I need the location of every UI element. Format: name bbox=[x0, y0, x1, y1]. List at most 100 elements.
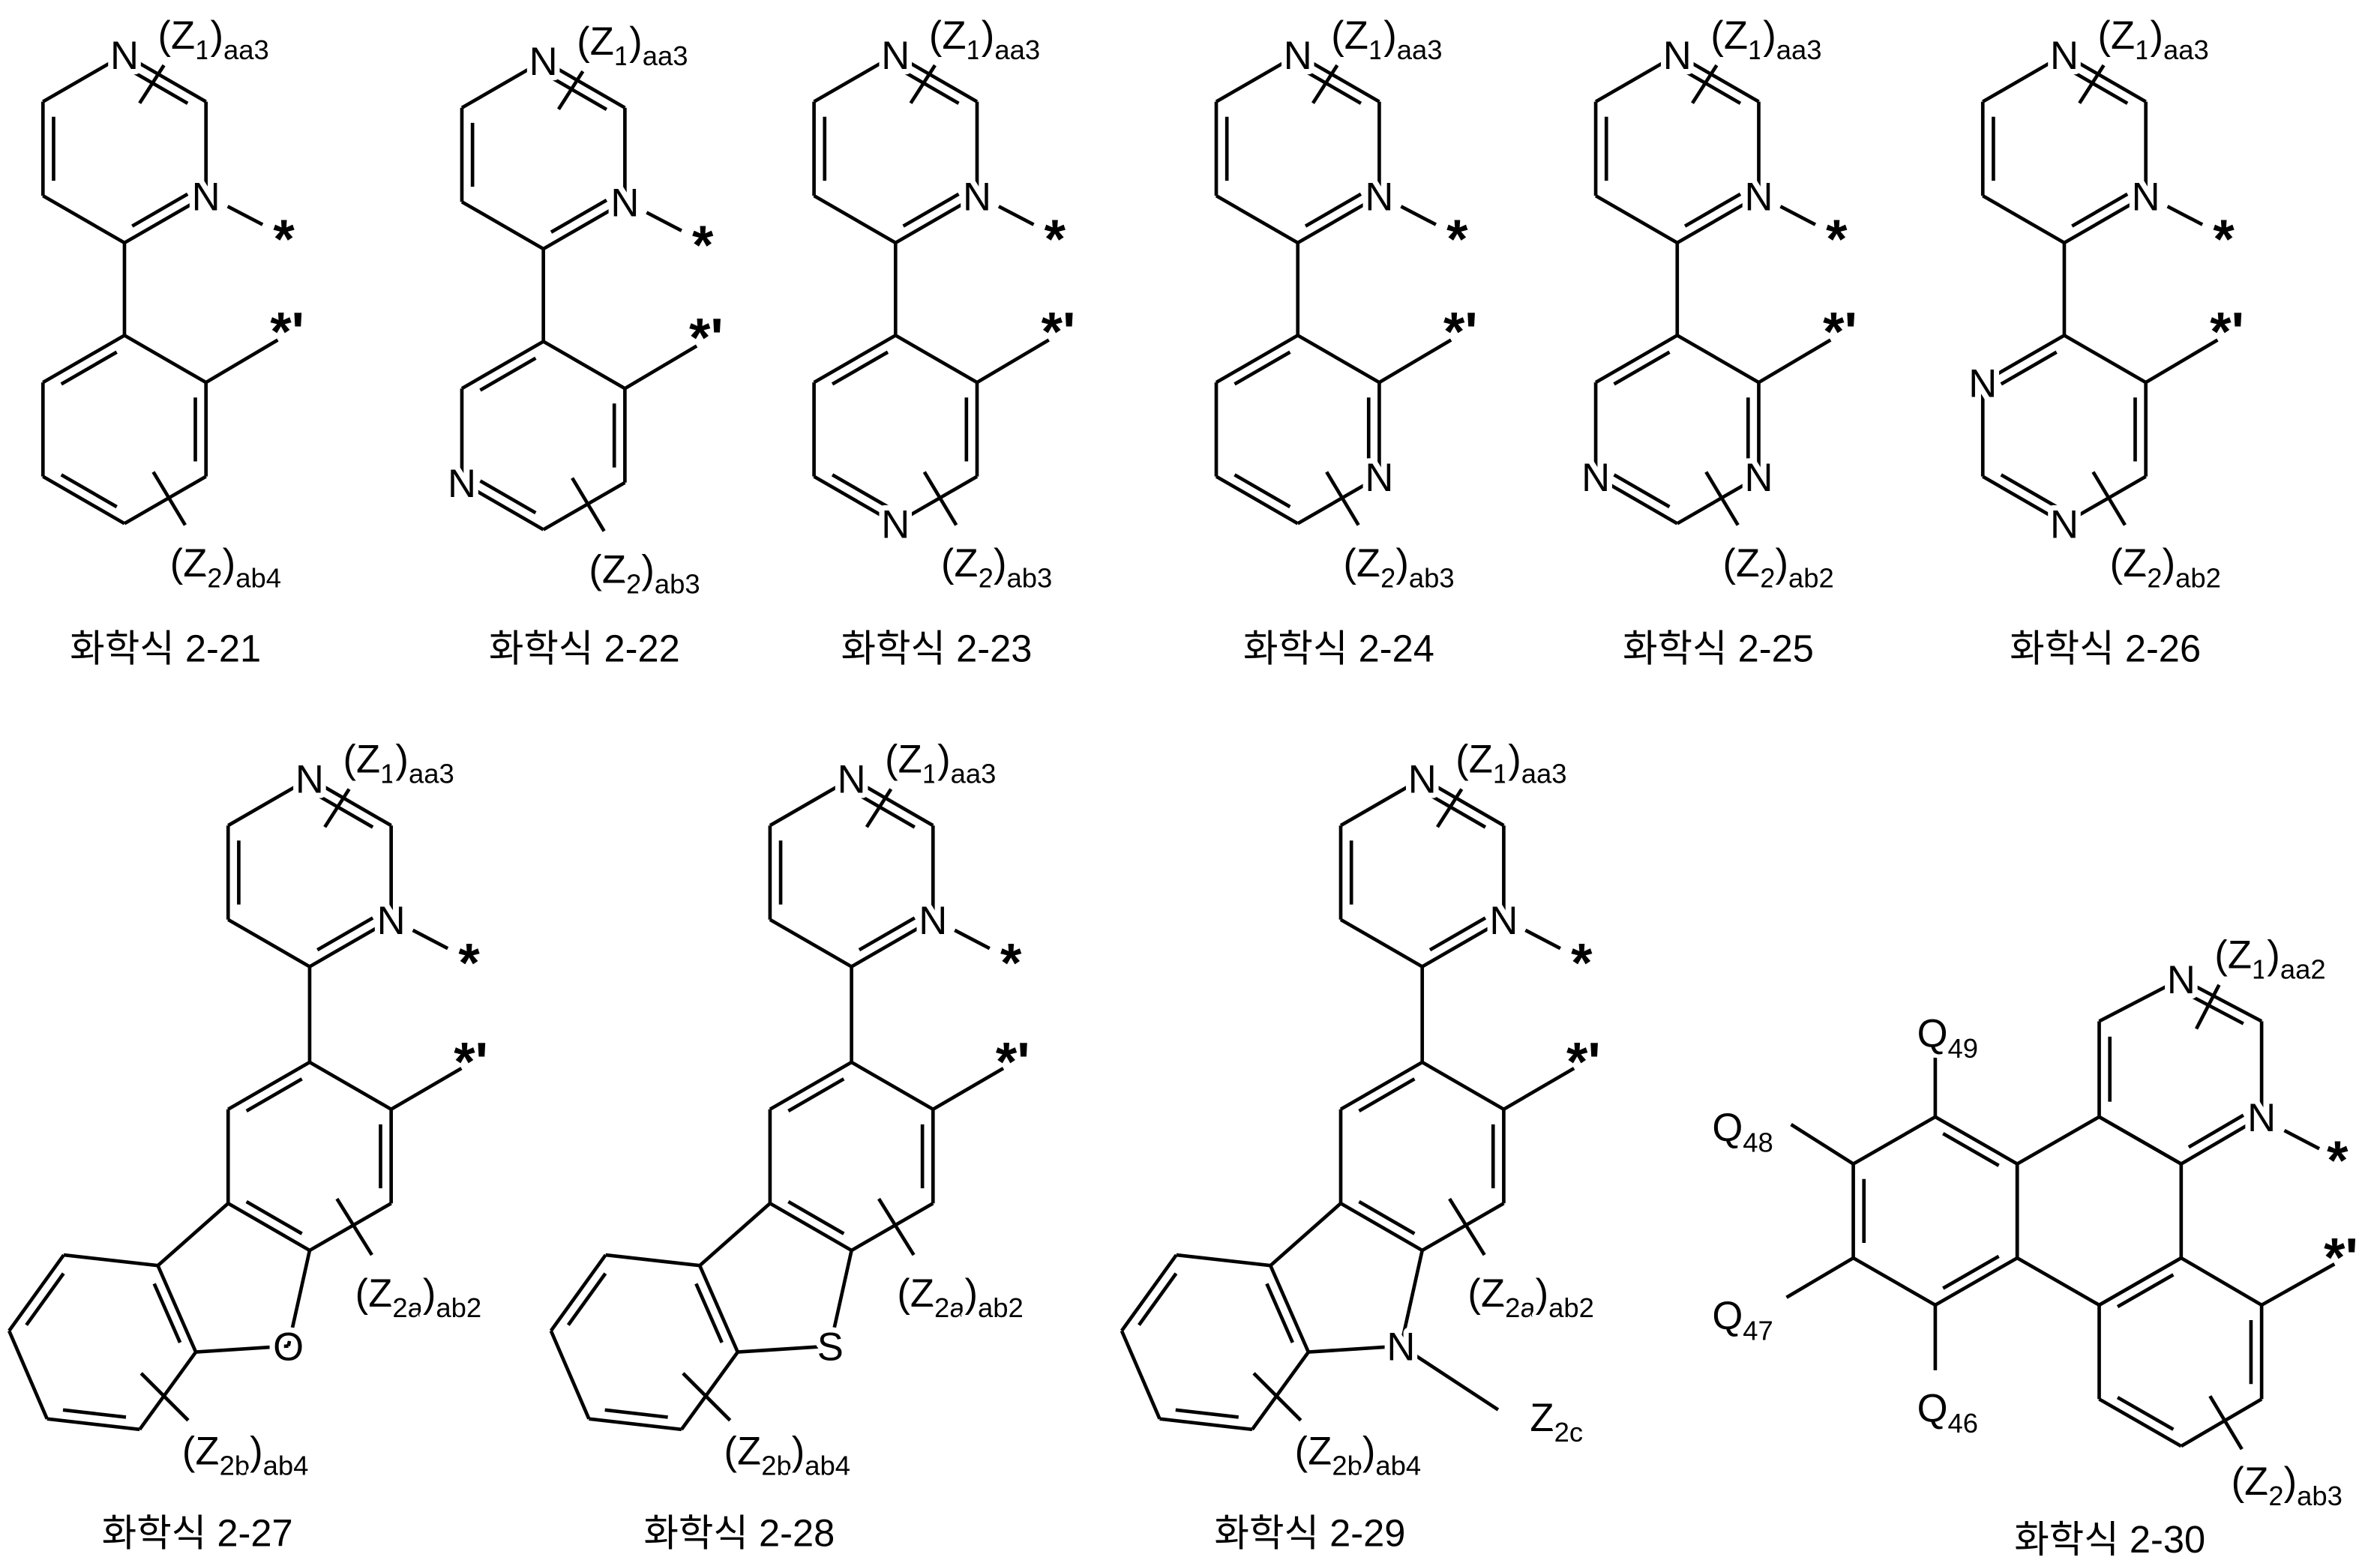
bond bbox=[1942, 1254, 2000, 1290]
substituent-z1-label: (Z1)aa3 bbox=[158, 13, 269, 65]
bond bbox=[1942, 1132, 2000, 1167]
bond bbox=[63, 1253, 158, 1268]
count: aa3 bbox=[643, 40, 688, 71]
symbol: Z bbox=[356, 737, 380, 781]
bond bbox=[1435, 788, 1464, 828]
count: ab3 bbox=[1409, 562, 1455, 593]
bond bbox=[42, 334, 126, 385]
substituent-z2a-label: (Z2a)ab2 bbox=[1467, 1271, 1594, 1323]
bond bbox=[787, 1077, 845, 1112]
bond bbox=[1251, 1351, 1310, 1431]
bond bbox=[1691, 64, 1719, 104]
bond bbox=[850, 777, 934, 828]
bond bbox=[460, 58, 544, 109]
index: 1 bbox=[1368, 34, 1383, 65]
substituent-z1-label: (Z1)aa3 bbox=[1331, 13, 1442, 65]
ring-nitrogen: N bbox=[1744, 456, 1773, 500]
count: ab2 bbox=[1548, 1292, 1594, 1323]
bond bbox=[895, 52, 979, 103]
bond bbox=[131, 192, 189, 228]
bond bbox=[550, 76, 608, 111]
bond bbox=[123, 194, 207, 244]
bond bbox=[2000, 473, 2058, 509]
bond bbox=[1676, 475, 1760, 525]
formula-caption: 화학식 2-25 bbox=[1623, 627, 1814, 670]
index: 2 bbox=[1380, 562, 1395, 593]
bond bbox=[1339, 777, 1423, 828]
bond bbox=[227, 777, 311, 828]
bond bbox=[1982, 475, 2066, 525]
symbol: Z bbox=[171, 13, 195, 58]
bond bbox=[624, 344, 698, 391]
ring-nitrogen: N bbox=[2050, 34, 2079, 78]
bond bbox=[151, 471, 187, 526]
bond bbox=[877, 1197, 916, 1256]
bond bbox=[2208, 1395, 2244, 1451]
count: aa3 bbox=[409, 759, 454, 789]
bond bbox=[1448, 1197, 1486, 1256]
symbol: Z bbox=[602, 547, 626, 591]
bond bbox=[550, 198, 608, 234]
symbol: Z bbox=[1356, 541, 1380, 585]
bond bbox=[308, 777, 392, 828]
bond bbox=[566, 1272, 607, 1326]
bond bbox=[542, 481, 626, 531]
bond bbox=[895, 475, 979, 525]
bond bbox=[479, 356, 537, 392]
index: 1 bbox=[1748, 34, 1763, 65]
bond bbox=[138, 64, 166, 104]
bond bbox=[922, 471, 958, 526]
index: 1 bbox=[2252, 954, 2267, 985]
bond bbox=[1676, 52, 1760, 103]
count: aa3 bbox=[1397, 34, 1443, 65]
symbol: Z bbox=[2111, 13, 2135, 58]
bond bbox=[1215, 52, 1299, 103]
substituent-z2b-label: (Z2b)ab4 bbox=[1295, 1429, 1422, 1481]
bond bbox=[1852, 1256, 1937, 1307]
symbol: Z bbox=[368, 1271, 392, 1316]
ring-nitrogen: N bbox=[1489, 899, 1518, 943]
count: ab4 bbox=[235, 562, 281, 593]
substituent-z2-label: (Z2)ab3 bbox=[941, 541, 1052, 593]
count: ab3 bbox=[1007, 562, 1053, 593]
bond bbox=[1325, 471, 1360, 526]
bond bbox=[60, 350, 118, 386]
substituent-z2-label: (Z2)ab3 bbox=[2232, 1460, 2343, 1511]
bond bbox=[1296, 475, 1380, 525]
substituent-z2-label: (Z2)ab4 bbox=[170, 541, 281, 593]
attachment-point-star: * bbox=[2327, 1130, 2349, 1191]
bond bbox=[1428, 793, 1487, 829]
count: ab4 bbox=[805, 1451, 850, 1481]
formula-caption: 화학식 2-24 bbox=[1243, 627, 1434, 670]
bond bbox=[1421, 918, 1505, 969]
bond bbox=[2187, 993, 2244, 1026]
bond bbox=[460, 200, 544, 251]
ring-nitrogen: N bbox=[1968, 361, 1997, 406]
bond bbox=[549, 1330, 591, 1420]
count: aa3 bbox=[1776, 34, 1822, 65]
bond bbox=[1296, 194, 1380, 244]
attachment-point-star: * bbox=[1571, 933, 1593, 994]
bond bbox=[7, 1253, 65, 1332]
bond bbox=[1252, 1372, 1302, 1422]
bond bbox=[549, 1253, 607, 1332]
bond bbox=[2283, 1129, 2321, 1151]
symbol: Z bbox=[1530, 1396, 1554, 1440]
ring-nitrogen: N bbox=[963, 175, 991, 219]
bond bbox=[1176, 1253, 1271, 1268]
bond bbox=[316, 916, 374, 952]
count: ab3 bbox=[655, 568, 700, 599]
bond bbox=[1296, 52, 1380, 103]
bond bbox=[1676, 194, 1760, 244]
bond bbox=[1785, 1256, 1854, 1299]
bond bbox=[542, 340, 626, 391]
symbol: Z bbox=[1724, 13, 1748, 58]
bond bbox=[1982, 334, 2066, 385]
attachment-point-star: * bbox=[1045, 209, 1066, 270]
bond bbox=[2180, 1397, 2263, 1448]
bond bbox=[1982, 52, 2066, 103]
